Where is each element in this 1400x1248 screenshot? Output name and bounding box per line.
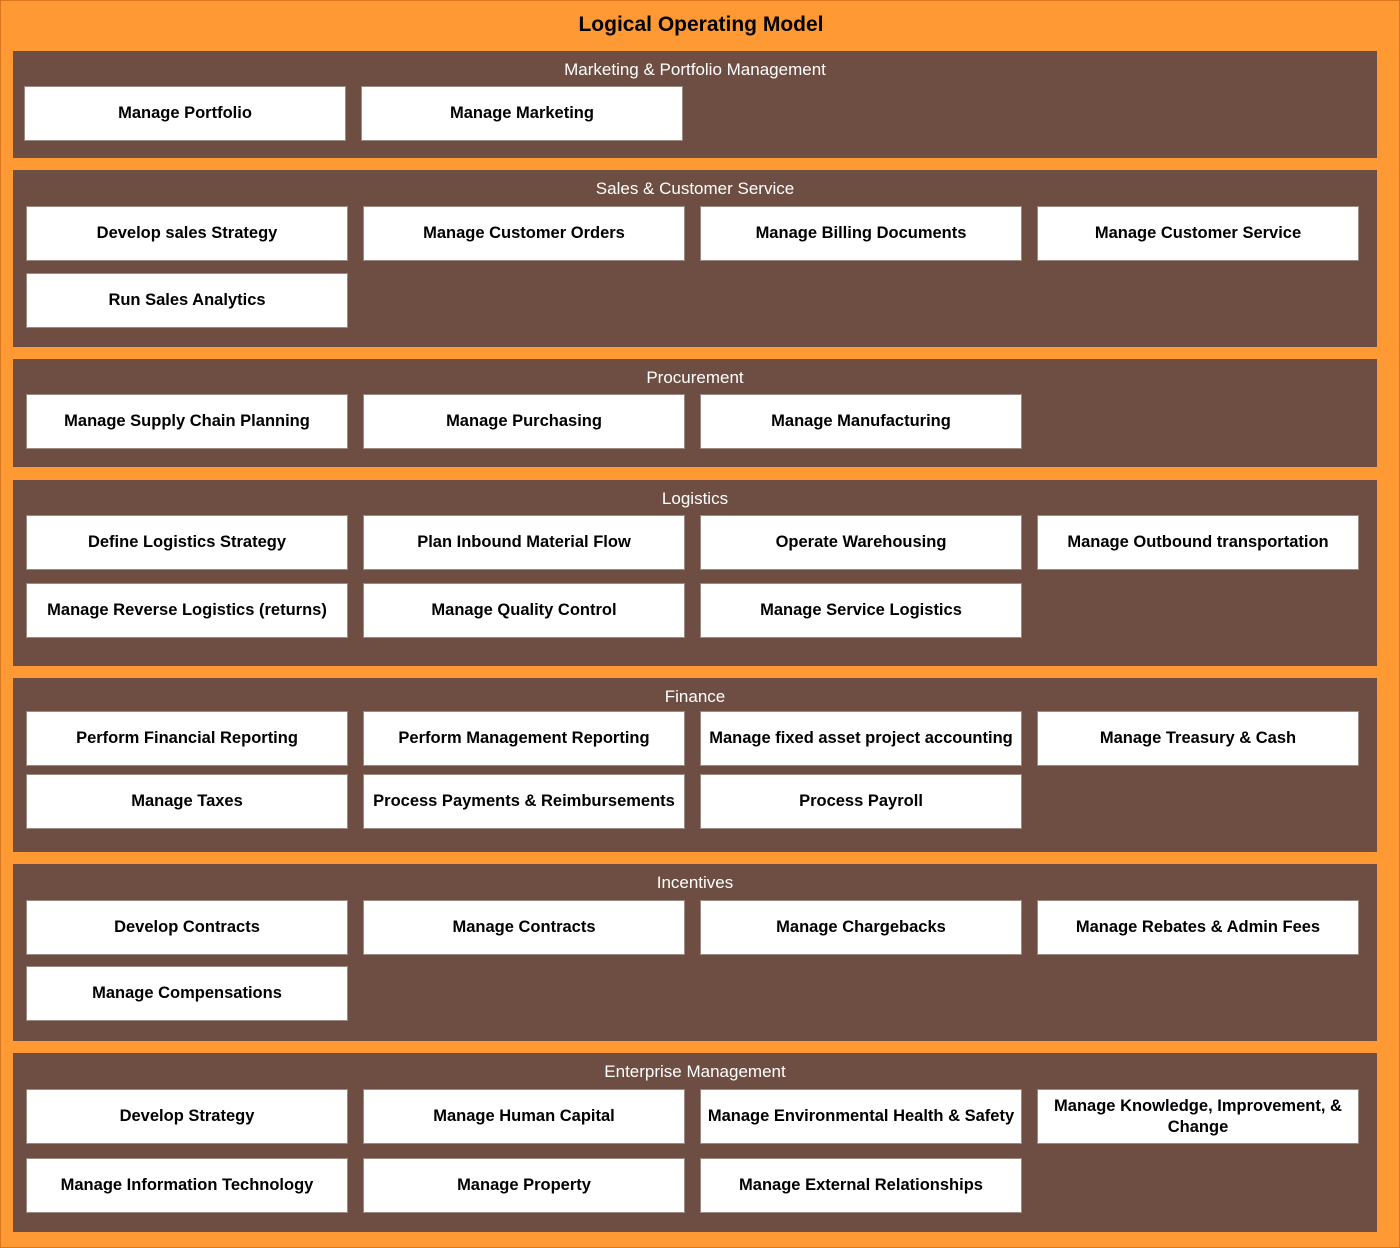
process-box-manage-taxes: Manage Taxes bbox=[26, 774, 348, 829]
process-box-manage-knowledge-improvement-and-change: Manage Knowledge, Improvement, & Change bbox=[1037, 1089, 1359, 1144]
process-box-process-payroll: Process Payroll bbox=[700, 774, 1022, 829]
process-box-manage-quality-control: Manage Quality Control bbox=[363, 583, 685, 638]
section-title: Logistics bbox=[661, 489, 729, 508]
section-title: Enterprise Management bbox=[604, 1062, 786, 1081]
process-box-manage-manufacturing: Manage Manufacturing bbox=[700, 394, 1022, 449]
process-box-manage-service-logistics: Manage Service Logistics bbox=[700, 583, 1022, 638]
process-box-manage-customer-orders: Manage Customer Orders bbox=[363, 206, 685, 261]
process-box-manage-information-technology: Manage Information Technology bbox=[26, 1158, 348, 1213]
diagram-title: Logical Operating Model bbox=[578, 13, 824, 36]
process-box-manage-outbound-transportation: Manage Outbound transportation bbox=[1037, 515, 1359, 570]
section-title: Finance bbox=[664, 687, 726, 706]
process-box-manage-reverse-logistics-returns: Manage Reverse Logistics (returns) bbox=[26, 583, 348, 638]
process-box-manage-portfolio: Manage Portfolio bbox=[24, 86, 346, 141]
process-box-manage-billing-documents: Manage Billing Documents bbox=[700, 206, 1022, 261]
section-title: Procurement bbox=[646, 368, 744, 387]
section-title: Incentives bbox=[656, 873, 734, 892]
process-box-manage-fixed-asset-project-accounting: Manage fixed asset project accounting bbox=[700, 711, 1022, 766]
process-box-manage-treasury-and-cash: Manage Treasury & Cash bbox=[1037, 711, 1359, 766]
process-box-process-payments-and-reimbursements: Process Payments & Reimbursements bbox=[363, 774, 685, 829]
process-box-develop-contracts: Develop Contracts bbox=[26, 900, 348, 955]
process-box-run-sales-analytics: Run Sales Analytics bbox=[26, 273, 348, 328]
section-title: Marketing & Portfolio Management bbox=[564, 60, 826, 79]
process-box-manage-marketing: Manage Marketing bbox=[361, 86, 683, 141]
process-box-develop-strategy: Develop Strategy bbox=[26, 1089, 348, 1144]
process-box-operate-warehousing: Operate Warehousing bbox=[700, 515, 1022, 570]
process-box-manage-rebates-and-admin-fees: Manage Rebates & Admin Fees bbox=[1037, 900, 1359, 955]
process-box-manage-customer-service: Manage Customer Service bbox=[1037, 206, 1359, 261]
process-box-manage-property: Manage Property bbox=[363, 1158, 685, 1213]
process-box-manage-environmental-health-and-safety: Manage Environmental Health & Safety bbox=[700, 1089, 1022, 1144]
process-box-manage-contracts: Manage Contracts bbox=[363, 900, 685, 955]
process-box-define-logistics-strategy: Define Logistics Strategy bbox=[26, 515, 348, 570]
process-box-manage-purchasing: Manage Purchasing bbox=[363, 394, 685, 449]
process-box-develop-sales-strategy: Develop sales Strategy bbox=[26, 206, 348, 261]
process-box-manage-supply-chain-planning: Manage Supply Chain Planning bbox=[26, 394, 348, 449]
process-box-manage-external-relationships: Manage External Relationships bbox=[700, 1158, 1022, 1213]
process-box-manage-chargebacks: Manage Chargebacks bbox=[700, 900, 1022, 955]
process-box-plan-inbound-material-flow: Plan Inbound Material Flow bbox=[363, 515, 685, 570]
process-box-manage-compensations: Manage Compensations bbox=[26, 966, 348, 1021]
process-box-manage-human-capital: Manage Human Capital bbox=[363, 1089, 685, 1144]
section-title: Sales & Customer Service bbox=[595, 179, 795, 198]
process-box-perform-financial-reporting: Perform Financial Reporting bbox=[26, 711, 348, 766]
process-box-perform-management-reporting: Perform Management Reporting bbox=[363, 711, 685, 766]
